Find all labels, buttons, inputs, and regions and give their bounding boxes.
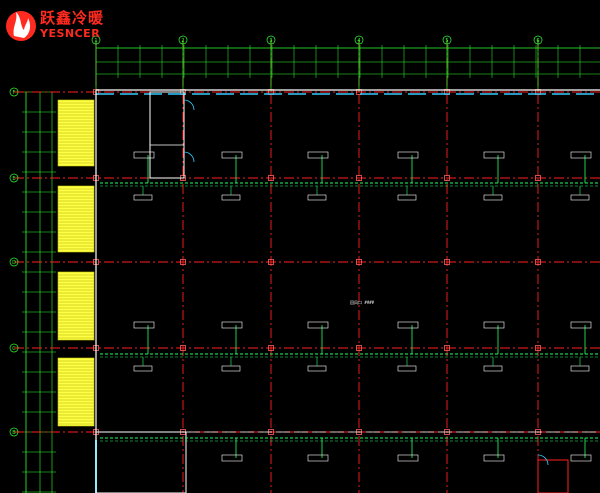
return-diffuser bbox=[483, 365, 503, 372]
stair-block bbox=[57, 357, 95, 427]
brand-logo: 跃鑫冷暖 YESNCER bbox=[4, 4, 104, 44]
axis-bubble-col bbox=[178, 35, 188, 45]
center-room-label: 回风口 #### bbox=[350, 300, 375, 305]
axis-bubble-col bbox=[354, 35, 364, 45]
supply-diffuser-lower bbox=[570, 454, 592, 462]
axis-bubble-col-label: 5 bbox=[445, 38, 448, 44]
axis-bubble-col-label: 6 bbox=[536, 38, 539, 44]
bottom-right-room bbox=[537, 459, 569, 493]
return-diffuser bbox=[570, 365, 590, 372]
supply-diffuser bbox=[397, 151, 419, 159]
stair-core-wall bbox=[149, 91, 185, 179]
axis-bubble-row bbox=[9, 343, 19, 353]
building-walls bbox=[95, 89, 600, 493]
structural-column bbox=[535, 175, 541, 181]
supply-diffuser bbox=[133, 151, 155, 159]
return-diffuser bbox=[397, 194, 417, 201]
supply-diffuser bbox=[133, 321, 155, 329]
structural-column bbox=[444, 175, 450, 181]
structural-column bbox=[535, 259, 541, 265]
supply-diffuser-lower bbox=[307, 454, 329, 462]
return-diffuser bbox=[397, 365, 417, 372]
structural-column bbox=[180, 345, 186, 351]
axis-bubble-row bbox=[9, 427, 19, 437]
supply-diffuser-lower bbox=[397, 454, 419, 462]
supply-diffuser bbox=[307, 151, 329, 159]
structural-column bbox=[356, 345, 362, 351]
door-swing bbox=[183, 151, 195, 163]
supply-diffuser bbox=[307, 321, 329, 329]
supply-diffuser-lower bbox=[221, 454, 243, 462]
structural-column bbox=[444, 345, 450, 351]
return-diffuser bbox=[133, 194, 153, 201]
axis-bubbles: 1 2 3 4 5 6F E D C B bbox=[9, 35, 543, 437]
return-diffuser bbox=[221, 194, 241, 201]
axis-bubble-row-label: F bbox=[13, 90, 16, 96]
axis-bubble-row bbox=[9, 173, 19, 183]
bottom-room-wall bbox=[95, 431, 187, 493]
axis-bubble-col-label: 2 bbox=[181, 38, 184, 44]
structural-column bbox=[180, 259, 186, 265]
structural-column bbox=[444, 259, 450, 265]
axis-bubble-col bbox=[91, 35, 101, 45]
supply-diffuser bbox=[483, 151, 505, 159]
axis-bubble-col bbox=[266, 35, 276, 45]
dimension-lines bbox=[22, 45, 600, 493]
door-swing bbox=[537, 454, 549, 466]
axis-bubble-row-label: E bbox=[12, 176, 15, 182]
door-swing bbox=[183, 99, 195, 111]
axis-bubble-row bbox=[9, 87, 19, 97]
stair-block bbox=[57, 271, 95, 341]
stair-blocks bbox=[57, 99, 95, 427]
axis-bubble-col-label: 3 bbox=[269, 38, 272, 44]
return-diffuser bbox=[483, 194, 503, 201]
brand-name-en: YESNCER bbox=[40, 27, 101, 40]
flame-logo-icon bbox=[6, 11, 36, 41]
axis-bubble-col bbox=[533, 35, 543, 45]
supply-diffuser bbox=[570, 151, 592, 159]
return-diffuser bbox=[221, 365, 241, 372]
return-diffuser bbox=[570, 194, 590, 201]
supply-diffuser bbox=[221, 151, 243, 159]
supply-diffuser bbox=[483, 321, 505, 329]
axis-bubble-row bbox=[9, 257, 19, 267]
axis-bubble-col-label: 1 bbox=[94, 38, 97, 44]
structural-column bbox=[268, 259, 274, 265]
hvac-ducts bbox=[100, 99, 600, 466]
axis-bubble-row-label: C bbox=[12, 346, 16, 352]
structural-column bbox=[535, 345, 541, 351]
brand-name-cn: 跃鑫冷暖 bbox=[40, 9, 105, 27]
supply-diffuser bbox=[397, 321, 419, 329]
return-diffuser bbox=[133, 365, 153, 372]
structural-column bbox=[356, 259, 362, 265]
supply-diffuser bbox=[570, 321, 592, 329]
axis-bubble-row-label: B bbox=[12, 430, 16, 436]
structural-column bbox=[268, 175, 274, 181]
structural-column bbox=[356, 175, 362, 181]
axis-bubble-col bbox=[442, 35, 452, 45]
axis-grid-lines bbox=[14, 40, 600, 493]
axis-bubble-col-label: 4 bbox=[357, 38, 360, 44]
return-diffuser bbox=[307, 365, 327, 372]
axis-bubble-row-label: D bbox=[12, 260, 16, 266]
supply-diffuser bbox=[221, 321, 243, 329]
return-diffuser bbox=[307, 194, 327, 201]
supply-diffuser-lower bbox=[483, 454, 505, 462]
structural-column bbox=[268, 345, 274, 351]
